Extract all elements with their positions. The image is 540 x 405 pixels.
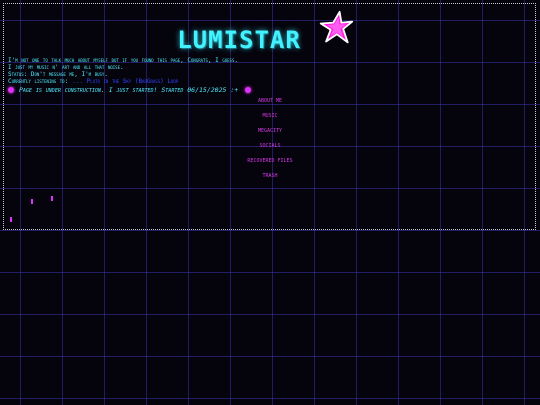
intro-line-2: I just my music n' art and all that nois… bbox=[8, 64, 124, 71]
bullet-dot-icon bbox=[8, 87, 14, 93]
now-playing-label: Currently listening to: bbox=[8, 78, 69, 85]
nav-socials[interactable]: Socials bbox=[259, 143, 281, 149]
decorative-mark bbox=[31, 199, 33, 204]
now-playing-track[interactable]: ... Pluto in the Sky (BarGrass) Loop bbox=[72, 78, 179, 85]
construction-notice: Page is under construction. I just start… bbox=[8, 86, 252, 94]
main-nav: About Me Music Megacity Socials Recovere… bbox=[240, 99, 300, 189]
nav-megacity[interactable]: Megacity bbox=[257, 128, 283, 134]
now-playing: Currently listening to:... Pluto in the … bbox=[8, 78, 528, 85]
decorative-mark bbox=[10, 217, 12, 222]
intro-line-1: I'm not one to talk much about myself bu… bbox=[8, 57, 238, 64]
pink-star-icon bbox=[319, 10, 354, 44]
construction-text: Page is under construction. I just start… bbox=[19, 86, 239, 94]
nav-trash[interactable]: Trash bbox=[262, 173, 278, 179]
nav-music[interactable]: Music bbox=[262, 113, 278, 119]
intro-text: I'm not one to talk much about myself bu… bbox=[8, 57, 528, 85]
status-line: Status: Don't message me, I'm busy. bbox=[8, 71, 108, 78]
decorative-mark bbox=[51, 196, 53, 201]
nav-recovered-files[interactable]: Recovered Files bbox=[247, 158, 293, 164]
nav-about-me[interactable]: About Me bbox=[257, 98, 283, 104]
page-frame bbox=[3, 3, 536, 230]
bullet-dot-icon bbox=[245, 87, 252, 93]
site-title: LUMISTAR bbox=[177, 26, 301, 54]
